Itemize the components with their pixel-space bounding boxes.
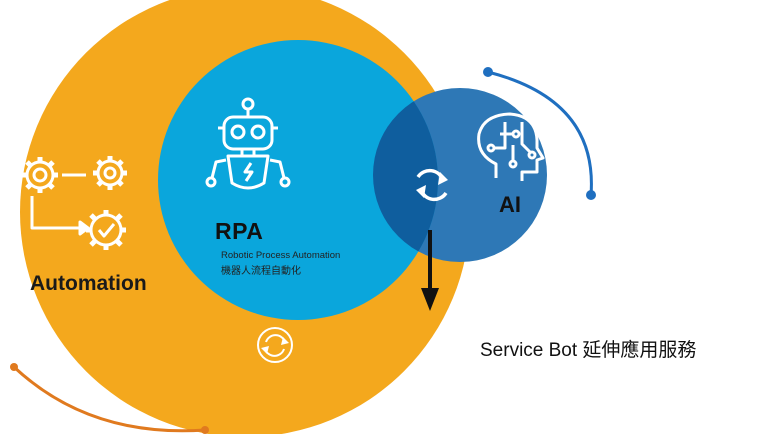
gears-workflow-icon [22,156,127,250]
blue-arc-dot-start [483,67,493,77]
blue-accent-arc [487,70,593,196]
orange-accent-arc [12,365,206,433]
rpa-label: RPA [215,218,264,244]
orange-arc-dot-end [201,426,209,434]
service-bot-label: Service Bot 延伸應用服務 [480,340,697,361]
rpa-subtitle-zh: 機器人流程自動化 [221,266,301,277]
rpa-circle [158,40,438,320]
blue-arc-dot-end [586,190,596,200]
ai-head-circuit-icon [477,112,545,181]
rpa-ai-overlap [373,88,438,262]
sync-small-icon [257,327,293,363]
down-arrow-icon [421,230,439,311]
orange-arc-dot-start [10,363,18,371]
robot-icon [205,97,291,190]
ai-label: AI [499,192,521,217]
automation-label: Automation [30,272,147,295]
sync-arrows-icon [416,168,448,202]
rpa-subtitle-en: Robotic Process Automation [221,250,341,261]
